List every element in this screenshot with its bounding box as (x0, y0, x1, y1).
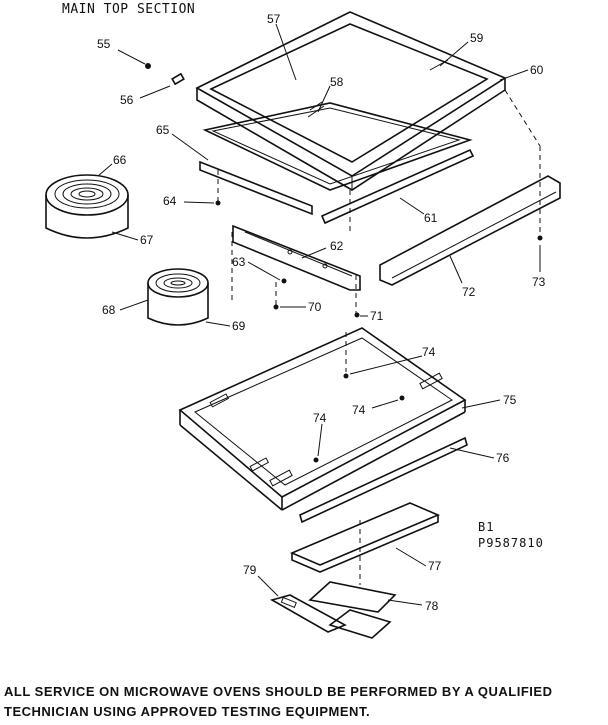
trim-strip-left (199, 160, 313, 216)
callout-59: 59 (470, 31, 484, 45)
service-notice-line-2: TECHNICIAN USING APPROVED TESTING EQUIPM… (4, 704, 371, 719)
gasket-parts (269, 581, 397, 639)
trim-strip-right (320, 148, 475, 225)
callout-77: 77 (428, 559, 442, 573)
callout-56: 56 (120, 93, 134, 107)
side-rail-part (379, 175, 561, 286)
callout-55: 55 (97, 37, 111, 51)
bracket-part (232, 224, 361, 291)
callout-64: 64 (163, 194, 177, 208)
callout-60: 60 (530, 63, 544, 77)
callout-63: 63 (232, 255, 246, 269)
leader-lines (97, 23, 541, 606)
callout-66: 66 (113, 153, 127, 167)
callout-58: 58 (330, 75, 344, 89)
callout-67: 67 (140, 233, 154, 247)
screws-and-clips (145, 63, 543, 463)
callout-73: 73 (532, 275, 546, 289)
callout-labels: 55 56 57 58 59 60 61 62 63 64 65 66 67 6… (97, 12, 546, 613)
callout-72: 72 (462, 285, 476, 299)
callout-75: 75 (503, 393, 517, 407)
service-notice-line-1: ALL SERVICE ON MICROWAVE OVENS SHOULD BE… (4, 684, 553, 699)
callout-70: 70 (308, 300, 322, 314)
callout-65: 65 (156, 123, 170, 137)
callout-71: 71 (370, 309, 384, 323)
front-trim-strip (299, 436, 468, 524)
callout-68: 68 (102, 303, 116, 317)
callout-78: 78 (425, 599, 439, 613)
callout-69: 69 (232, 319, 246, 333)
diagram-code-line-2: P9587810 (478, 536, 544, 550)
glass-tray-part (202, 102, 473, 191)
callout-76: 76 (496, 451, 510, 465)
callout-74-upper: 74 (422, 345, 436, 359)
diagram-title: MAIN TOP SECTION (62, 2, 196, 17)
callout-62: 62 (330, 239, 344, 253)
surface-unit-small (147, 268, 209, 326)
surface-unit-large (45, 174, 129, 239)
alignment-lines (217, 89, 541, 585)
callout-57: 57 (267, 12, 281, 26)
callout-79: 79 (243, 563, 257, 577)
panel-part (289, 502, 441, 573)
callout-74-lower: 74 (313, 411, 327, 425)
diagram-code-line-1: B1 (478, 520, 495, 534)
callout-61: 61 (424, 211, 438, 225)
main-top-pan-part (178, 327, 467, 511)
callout-74-middle: 74 (352, 403, 366, 417)
